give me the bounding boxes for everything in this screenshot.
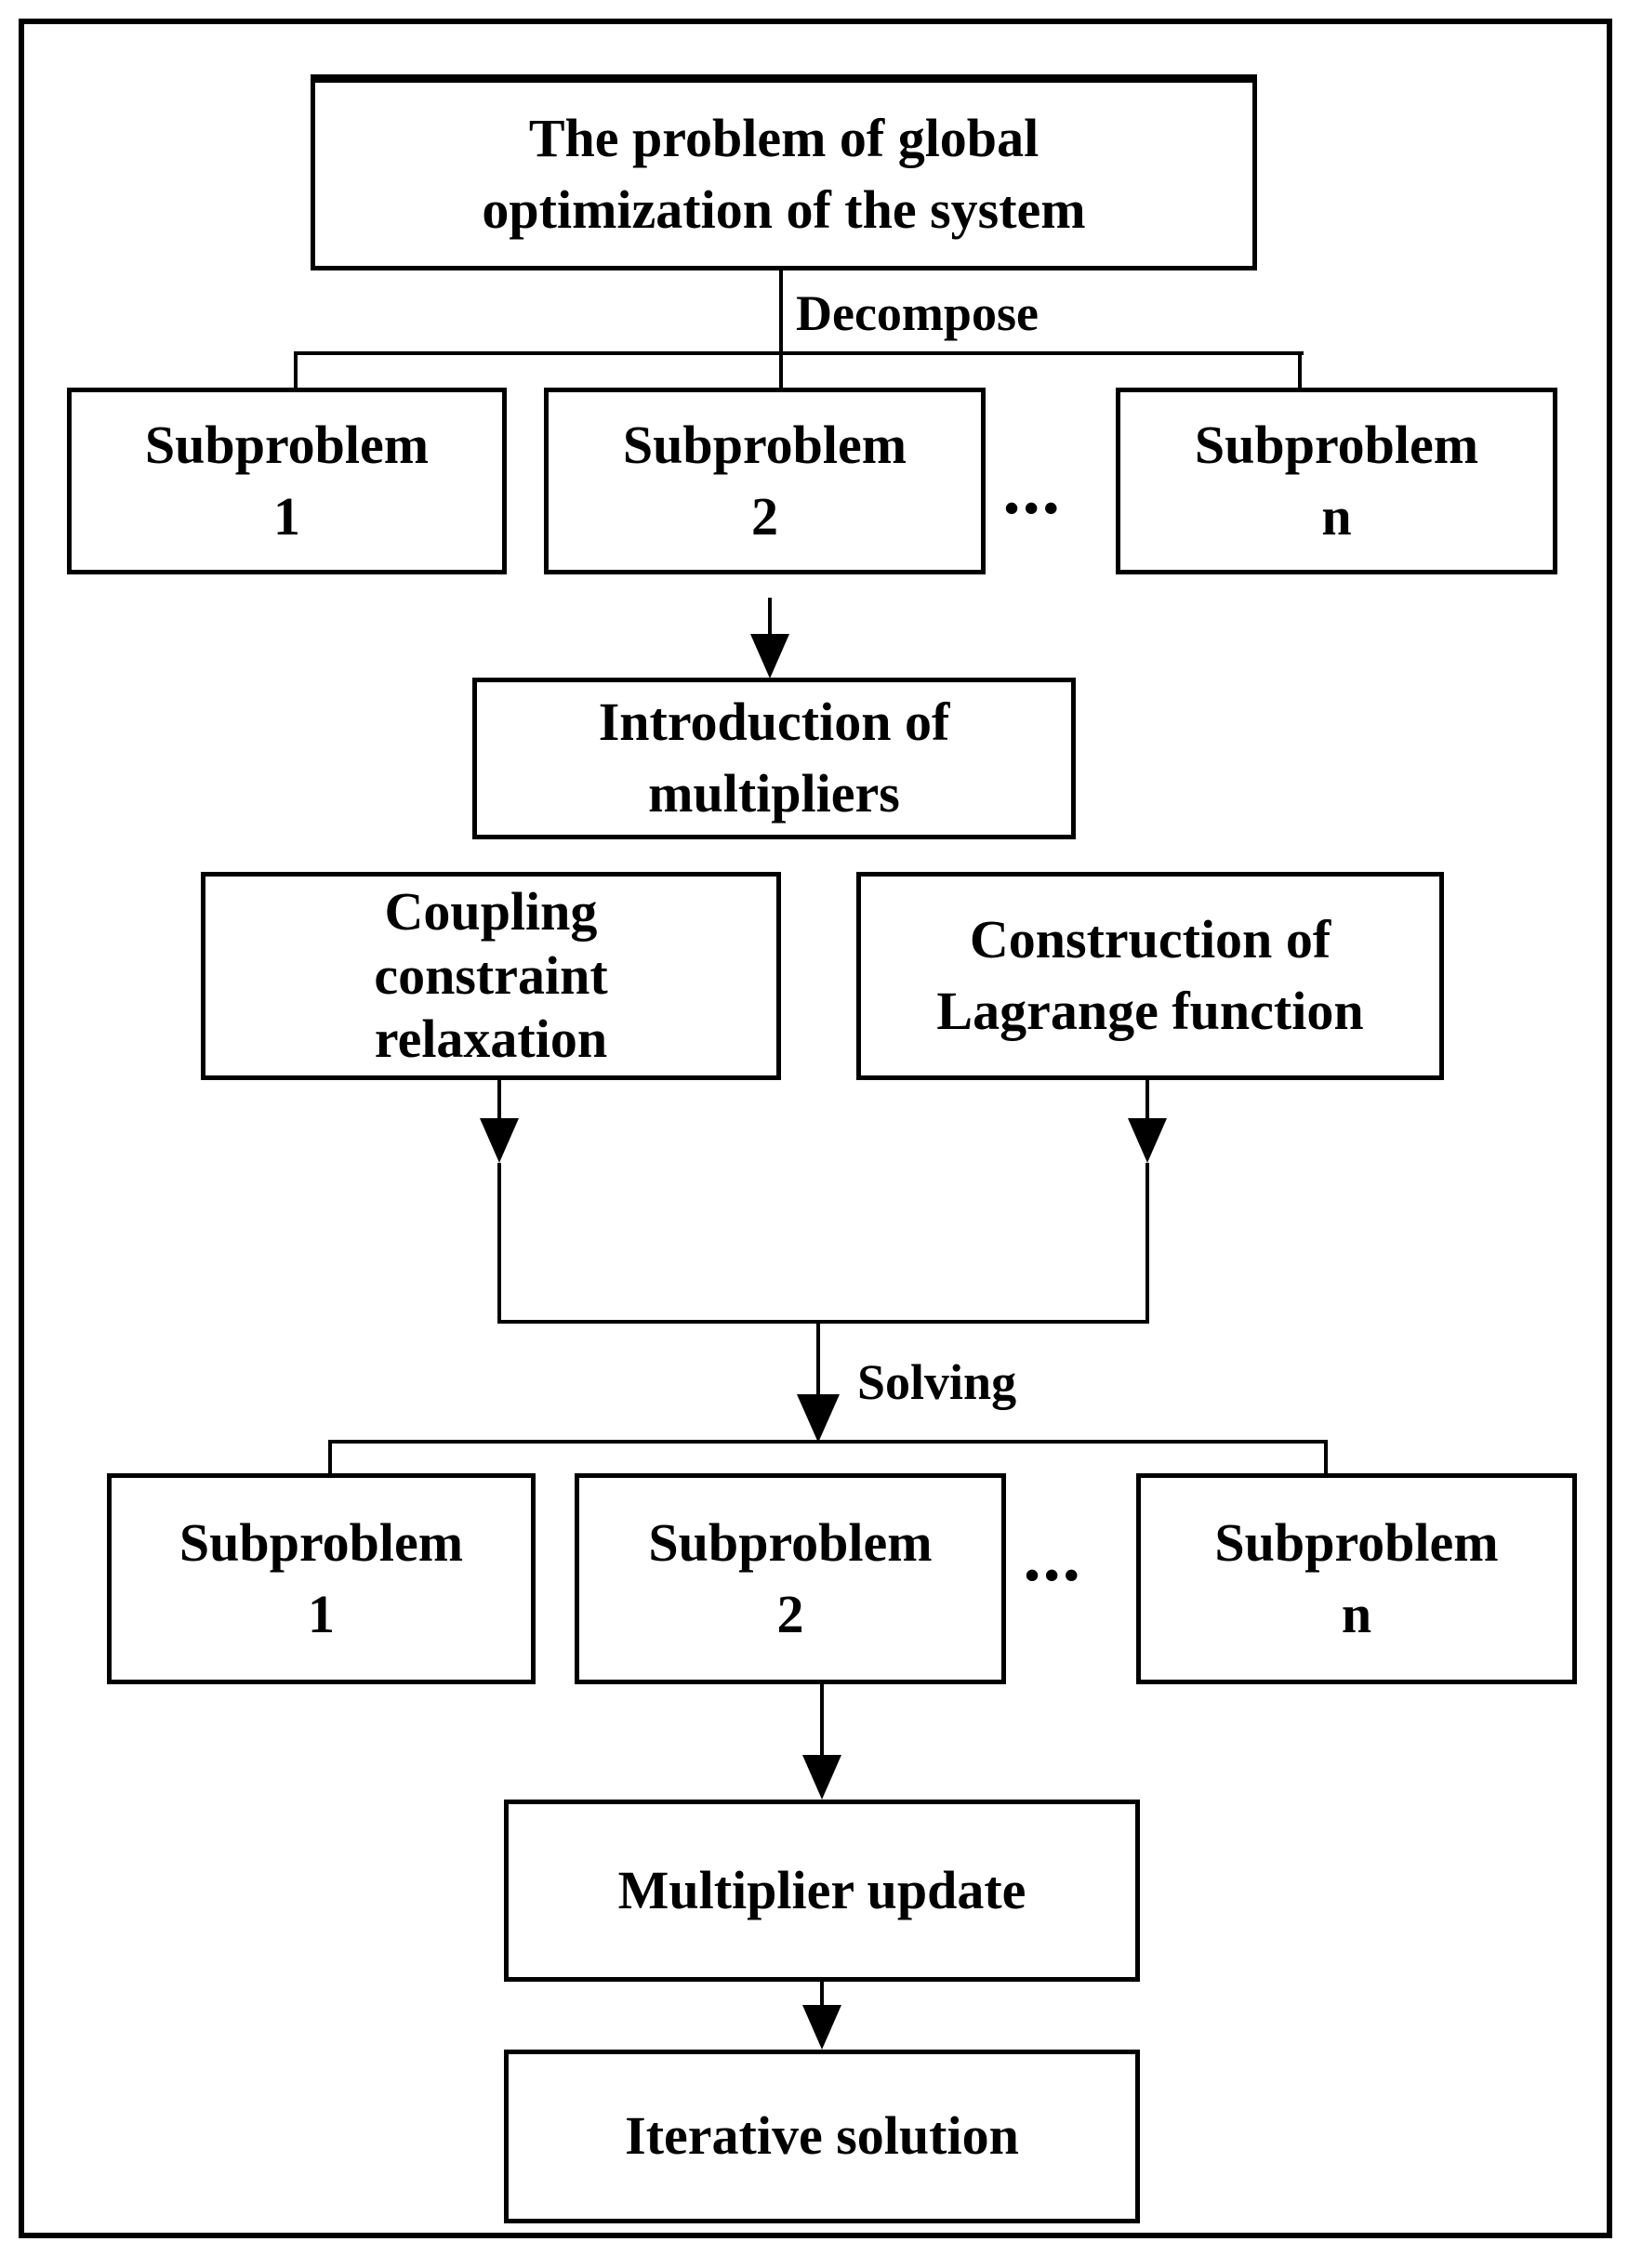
box-subproblem-n-row2: Subproblem n (1136, 1473, 1577, 1684)
box-text-line: The problem of global (528, 107, 1039, 168)
arrowhead-down-icon (802, 1755, 841, 1800)
box-text-line: Subproblem (1194, 414, 1479, 475)
box-text-line: constraint (374, 944, 608, 1006)
box-text-line: 2 (751, 485, 778, 547)
connector-branch1 (294, 351, 1304, 355)
box-text-line: relaxation (374, 1009, 608, 1070)
arrowhead-down-icon (797, 1394, 840, 1443)
box-subproblem-2-row1: Subproblem 2 (544, 388, 986, 574)
box-text-line: n (1341, 1583, 1372, 1644)
connector-branch2 (328, 1440, 1328, 1444)
connector-coupling-drop-tail (497, 1163, 501, 1324)
box-coupling-constraint-relaxation: Coupling constraint relaxation (201, 872, 781, 1080)
arrowhead-down-icon (750, 634, 789, 679)
box-global-optimization-problem: The problem of global optimization of th… (311, 74, 1257, 270)
ellipsis-row2: ••• (1025, 1551, 1084, 1599)
ellipsis-row1: ••• (1004, 484, 1064, 532)
box-text-line: Iterative solution (625, 2105, 1019, 2167)
connector-branch1-left-drop (294, 351, 298, 389)
connector-construction-drop-tail (1145, 1163, 1149, 1324)
box-text-line: Subproblem (1214, 1511, 1499, 1573)
box-construction-of-lagrange-function: Construction of Lagrange function (856, 872, 1444, 1080)
solving-label: Solving (857, 1354, 1017, 1410)
box-text-line: 1 (308, 1583, 335, 1644)
connector-merge-bar (497, 1320, 1149, 1324)
box-text-line: Subproblem (622, 414, 907, 475)
decompose-label: Decompose (796, 285, 1039, 341)
connector-branch1-right-drop (1298, 351, 1302, 389)
arrowhead-down-icon (802, 2005, 841, 2050)
connector-construction-drop (1145, 1080, 1149, 1120)
box-text-line: Construction of (969, 909, 1331, 970)
connector-to-iterative-solution (820, 1982, 824, 2008)
box-text-line: multipliers (648, 763, 900, 824)
box-subproblem-2-row2: Subproblem 2 (575, 1473, 1006, 1684)
box-text-line: Lagrange function (936, 981, 1364, 1041)
box-iterative-solution: Iterative solution (504, 2050, 1140, 2223)
box-subproblem-1-row2: Subproblem 1 (107, 1473, 536, 1684)
box-text-line: 2 (776, 1583, 804, 1644)
box-text-line: n (1321, 485, 1352, 547)
connector-solving-stem (816, 1320, 820, 1396)
connector-decompose-stem (779, 270, 783, 353)
box-text-line: Coupling (384, 881, 598, 943)
box-text-line: optimization of the system (482, 178, 1086, 240)
box-subproblem-n-row1: Subproblem n (1116, 388, 1557, 574)
arrowhead-down-icon (1128, 1118, 1167, 1163)
connector-branch2-left-drop (328, 1440, 332, 1475)
connector-branch2-right-drop (1324, 1440, 1328, 1475)
box-text-line: Subproblem (179, 1511, 464, 1573)
box-text-line: 1 (273, 485, 300, 547)
box-text-line: Introduction of (598, 692, 950, 753)
connector-coupling-drop (497, 1080, 501, 1120)
box-subproblem-1-row1: Subproblem 1 (67, 388, 507, 574)
box-text-line: Subproblem (648, 1511, 933, 1573)
box-introduction-of-multipliers: Introduction of multipliers (472, 678, 1076, 839)
outer-frame (19, 19, 1612, 2238)
box-text-line: Subproblem (144, 414, 430, 475)
connector-to-introduction (768, 598, 772, 638)
box-text-line: Multiplier update (617, 1859, 1026, 1920)
connector-branch1-middle-drop (779, 351, 783, 389)
arrowhead-down-icon (480, 1118, 519, 1163)
connector-to-multiplier-update (820, 1684, 824, 1757)
box-multiplier-update: Multiplier update (504, 1800, 1140, 1982)
